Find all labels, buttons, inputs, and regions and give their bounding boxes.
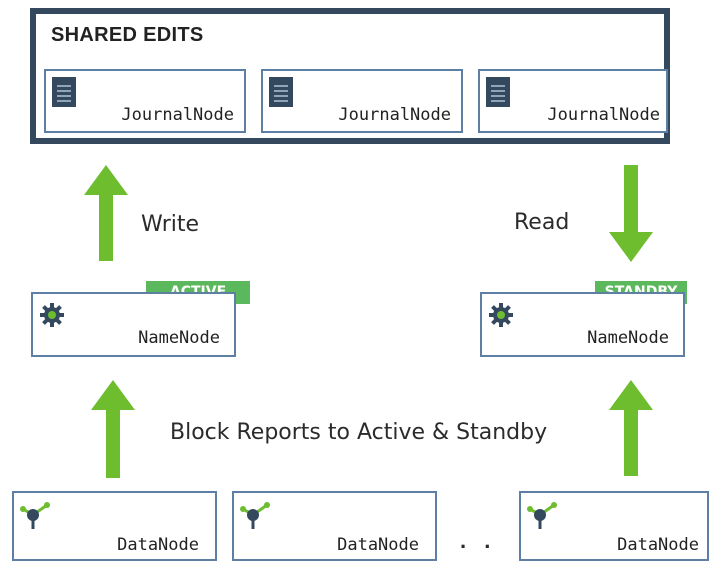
network-node-icon: [527, 502, 557, 529]
block-report-arrow-right: [609, 380, 653, 476]
datanode-label: DataNode: [617, 535, 699, 555]
journal-node-label: JournalNode: [121, 105, 234, 125]
read-arrow: [609, 165, 653, 262]
document-icon: [269, 77, 293, 107]
standby-namenode-box: NameNode: [480, 292, 685, 357]
gear-icon: [489, 303, 513, 327]
journal-node-box: JournalNode: [261, 69, 463, 133]
shared-edits-title: SHARED EDITS: [51, 24, 204, 46]
network-node-icon: [20, 502, 50, 529]
journal-node-box: JournalNode: [44, 69, 246, 133]
network-node-icon: [240, 502, 270, 529]
datanode-label: DataNode: [117, 535, 199, 555]
write-label: Write: [141, 212, 200, 237]
active-namenode-label: NameNode: [138, 328, 220, 348]
document-icon: [52, 77, 76, 107]
block-report-arrow-left: [91, 380, 135, 478]
datanode-box: DataNode: [232, 491, 437, 561]
journal-node-box: JournalNode: [478, 69, 668, 133]
datanode-box: DataNode: [519, 491, 709, 561]
gear-icon: [40, 303, 64, 327]
block-reports-label: Block Reports to Active & Standby: [170, 420, 548, 445]
datanode-box: DataNode: [12, 491, 217, 561]
write-arrow: [84, 165, 128, 261]
journal-node-label: JournalNode: [338, 105, 451, 125]
journal-node-label: JournalNode: [547, 105, 660, 125]
document-icon: [486, 77, 510, 107]
read-label: Read: [514, 210, 570, 235]
datanode-ellipsis: . .: [460, 528, 497, 553]
standby-namenode-label: NameNode: [587, 328, 669, 348]
active-namenode-box: NameNode: [31, 292, 236, 357]
datanode-label: DataNode: [337, 535, 419, 555]
